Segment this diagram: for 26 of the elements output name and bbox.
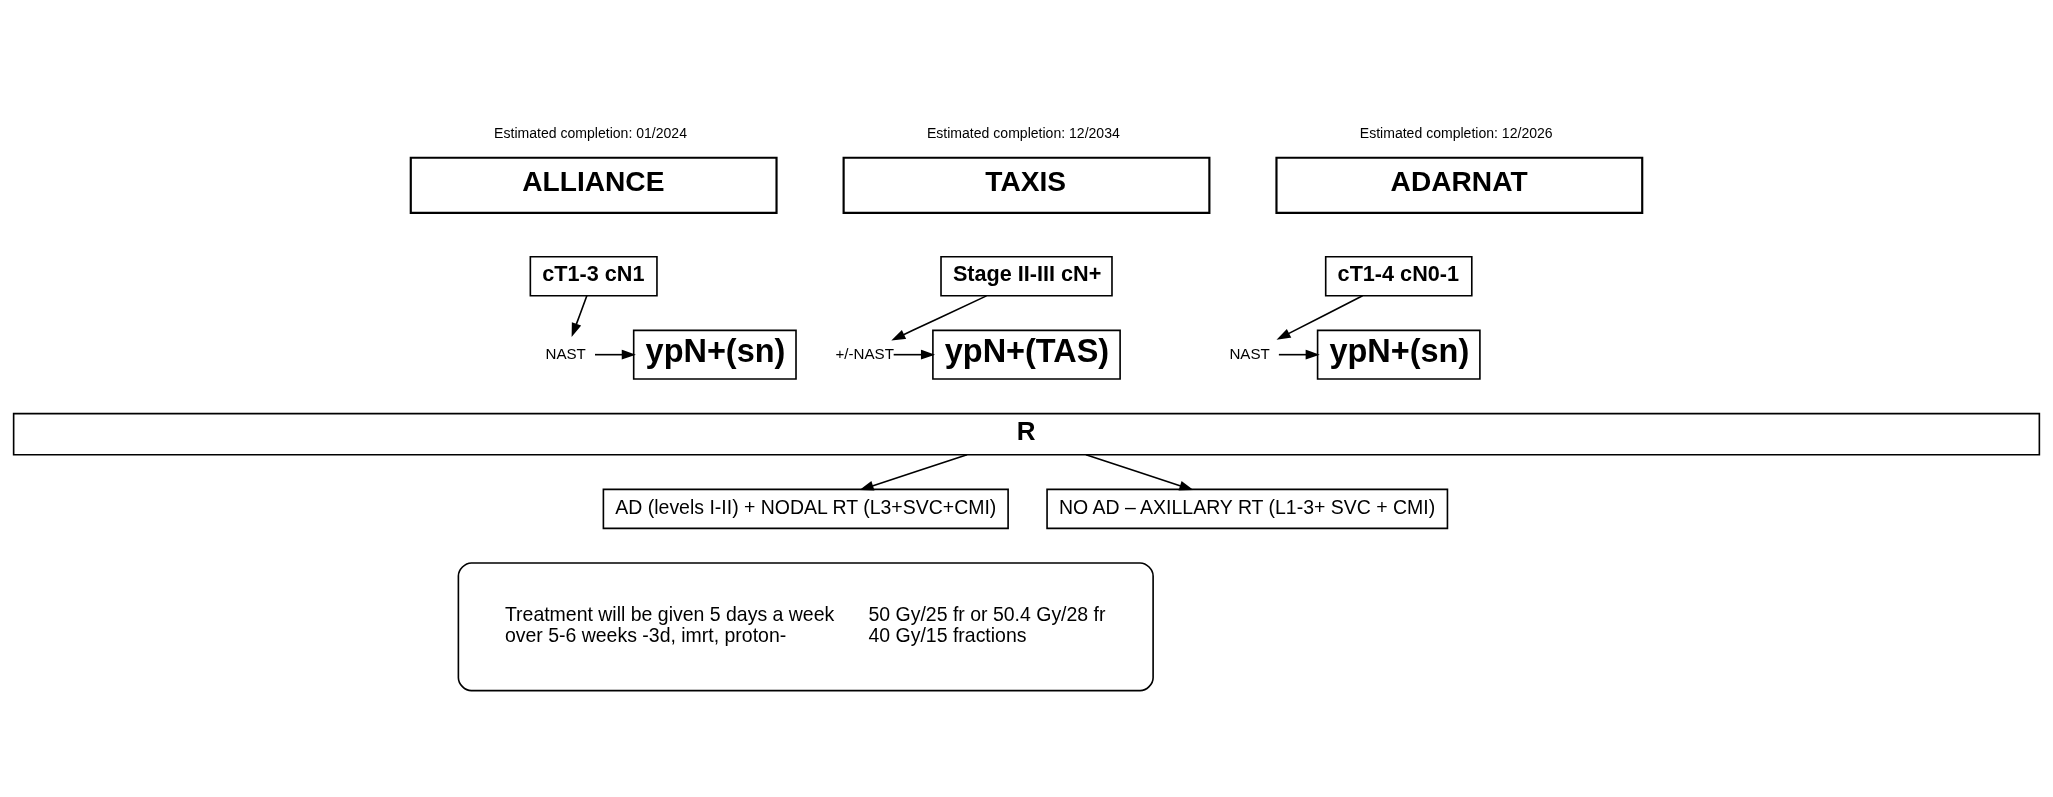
node-box: ypN+(sn) xyxy=(1316,329,1481,380)
node-box: ALLIANCE xyxy=(409,156,778,214)
node-box: Stage II-III cN+ xyxy=(940,255,1113,297)
node-text: NAST xyxy=(545,344,586,362)
arrow xyxy=(594,349,636,360)
node-box: R xyxy=(12,412,2041,456)
arrow xyxy=(1276,294,1364,340)
node-box: ypN+(sn) xyxy=(632,329,797,380)
node-box: TAXIS xyxy=(842,156,1211,214)
arrow xyxy=(892,349,936,360)
node-label: Estimated completion: 12/2034 xyxy=(926,124,1120,141)
node-box: cT1-3 cN1 xyxy=(529,255,658,297)
node-text: NAST xyxy=(1229,344,1270,362)
arrow xyxy=(1085,454,1194,491)
arrow xyxy=(571,294,588,338)
node-label: Estimated completion: 12/2026 xyxy=(1359,124,1553,141)
node-label: Estimated completion: 01/2024 xyxy=(494,124,687,141)
node-box: ADARNAT xyxy=(1275,156,1644,214)
node-box: Treatment will be given 5 days a week over 5-6 weeks -3d, imrt, proton- 50 Gy/25 fr or 50.4 Gy/28 fr 40 Gy/15 fractions xyxy=(457,562,1154,692)
node-box: cT1-4 cN0-1 xyxy=(1324,255,1473,297)
node-box: NO AD – AXILLARY RT (L1-3+ SVC + CMI) xyxy=(1046,488,1449,530)
arrow xyxy=(1278,349,1320,360)
node-box: AD (levels I-II) + NODAL RT (L3+SVC+CMI) xyxy=(602,488,1009,530)
arrow xyxy=(859,454,968,491)
node-box: ypN+(TAS) xyxy=(932,329,1121,380)
node-text: +/-NAST xyxy=(835,344,894,362)
